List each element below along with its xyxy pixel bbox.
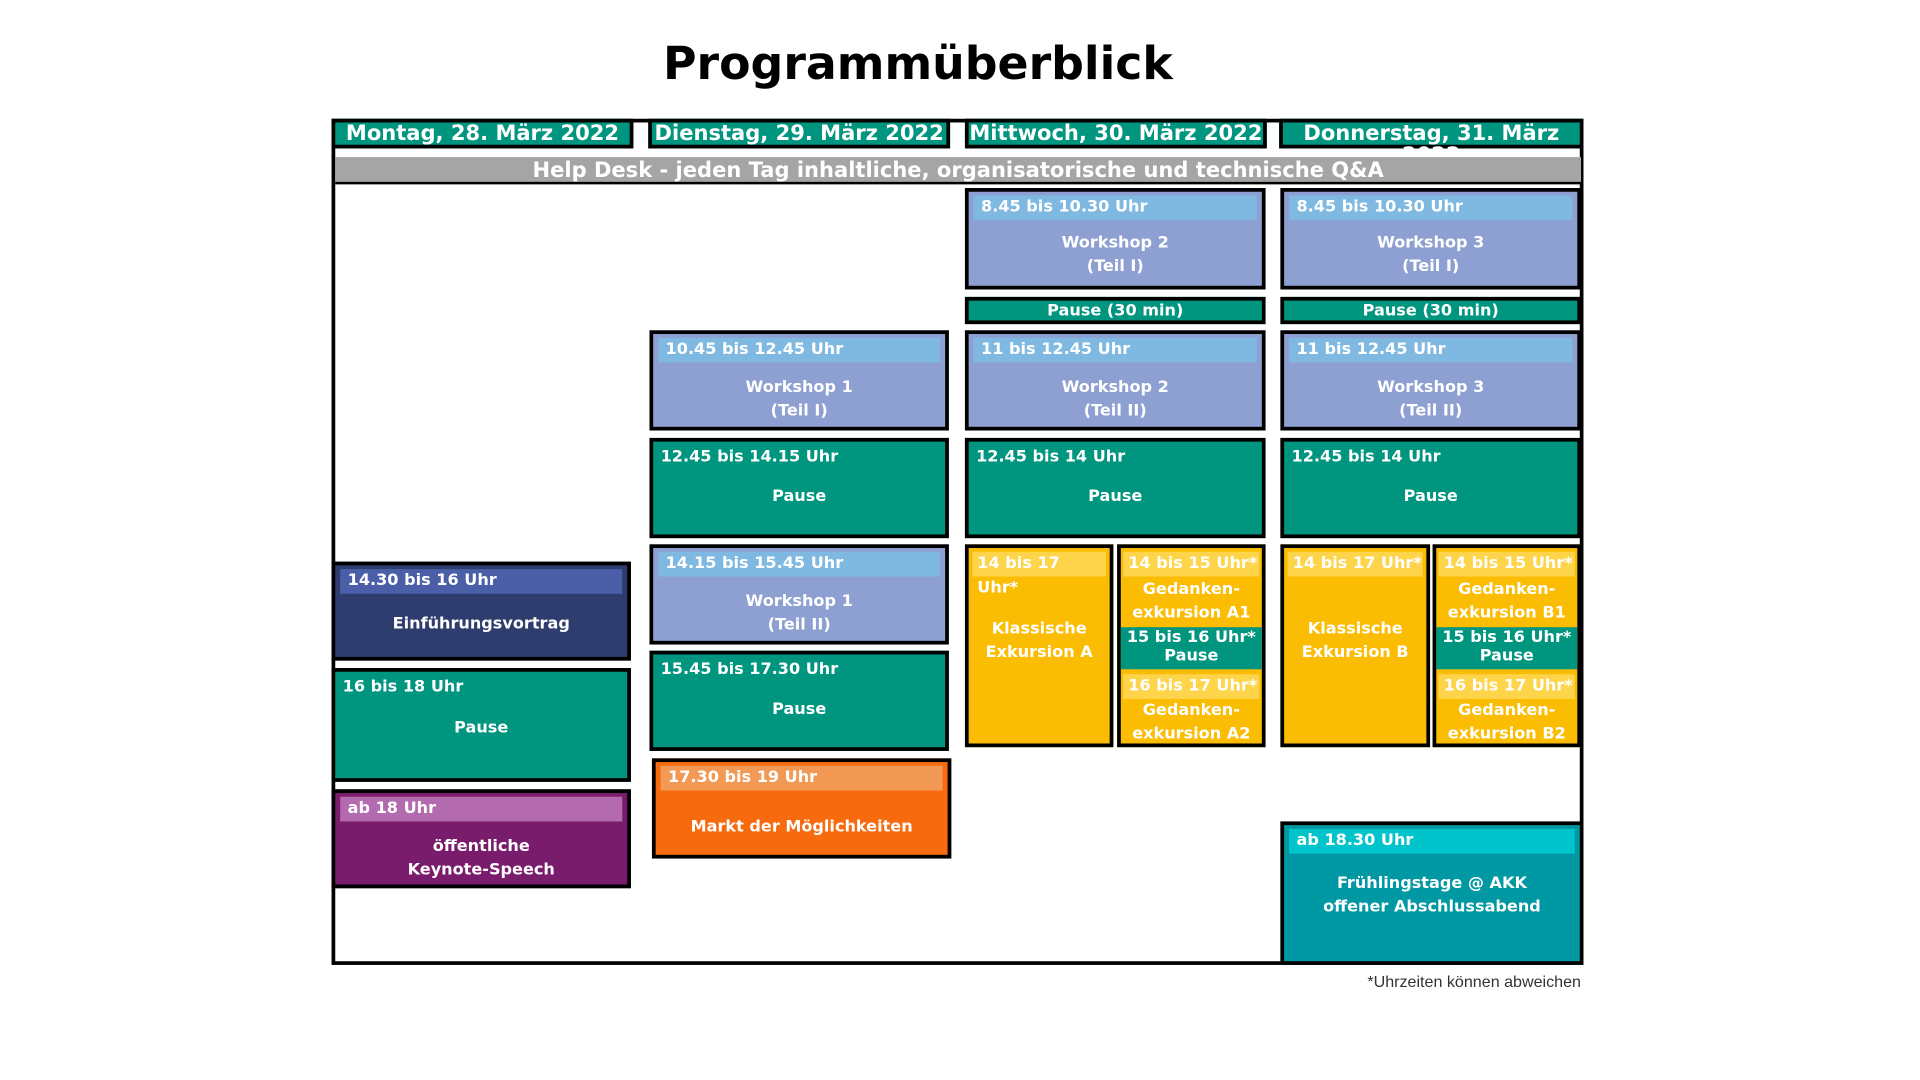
time-label: 16 bis 18 Uhr	[342, 677, 464, 697]
thursday-short-pause: Pause (30 min)	[1280, 296, 1582, 325]
tuesday-workshop1-part2: 14.15 bis 15.45 Uhr Workshop 1 (Teil II)	[649, 544, 949, 645]
session-label: Workshop 2 (Teil II)	[1061, 378, 1169, 421]
session-label: Pause	[772, 700, 827, 719]
time-label: 14.15 bis 15.45 Uhr	[658, 551, 941, 577]
time-label: 16 bis 17 Uhr*	[1438, 674, 1575, 699]
time-label: 12.45 bis 14.15 Uhr	[660, 447, 839, 467]
wednesday-short-pause: Pause (30 min)	[964, 296, 1266, 325]
time-label: 11 bis 12.45 Uhr	[973, 337, 1257, 363]
session-label: Workshop 1 (Teil II)	[745, 592, 853, 635]
day-header-wednesday: Mittwoch, 30. März 2022	[964, 118, 1267, 149]
session-label: Pause	[454, 718, 509, 738]
session-label: Einführungsvortrag	[392, 614, 570, 634]
wednesday-exkursion-a: 14 bis 17 Uhr* Klassische Exkursion A	[964, 544, 1114, 748]
wednesday-pause: 12.45 bis 14 Uhr Pause	[964, 437, 1266, 539]
tuesday-markt-block: 17.30 bis 19 Uhr Markt der Möglichkeiten	[651, 758, 952, 859]
thursday-exkursion-b: 14 bis 17 Uhr* Klassische Exkursion B	[1280, 544, 1431, 748]
day-header-monday: Montag, 28. März 2022	[331, 118, 634, 149]
time-label: 14 bis 15 Uhr*	[1438, 551, 1575, 577]
time-label: 12.45 bis 14 Uhr	[1291, 447, 1441, 467]
time-label: 14 bis 17 Uhr*	[1287, 551, 1423, 577]
session-label: Workshop 2 (Teil I)	[1061, 233, 1169, 276]
day-header-thursday: Donnerstag, 31. März 2022	[1279, 118, 1584, 167]
session-label: Gedanken- exkursion B2	[1447, 701, 1566, 744]
session-label: Gedanken- exkursion B1	[1447, 580, 1566, 623]
help-desk-banner: Help Desk - jeden Tag inhaltliche, organ…	[335, 157, 1582, 185]
time-label: 11 bis 12.45 Uhr	[1289, 337, 1573, 363]
day-header-tuesday: Dienstag, 29. März 2022	[648, 118, 951, 149]
session-label: Gedanken- exkursion A2	[1132, 701, 1251, 744]
mid-pause-b: 15 bis 16 Uhr* Pause	[1436, 627, 1578, 670]
wednesday-gedankenexkursion-column: 14 bis 15 Uhr* Gedanken- exkursion A1 15…	[1117, 544, 1266, 748]
session-label: Gedanken- exkursion A1	[1132, 580, 1251, 623]
mid-pause-a: 15 bis 16 Uhr* Pause	[1120, 627, 1262, 670]
monday-keynote-block: ab 18 Uhr öffentliche Keynote-Speech	[331, 789, 631, 889]
monday-pause-block: 16 bis 18 Uhr Pause	[331, 668, 631, 782]
page-title: Programmüberblick	[662, 37, 1173, 91]
time-label: 16 bis 17 Uhr*	[1123, 674, 1260, 699]
session-label: Markt der Möglichkeiten	[690, 817, 913, 837]
session-label: Pause	[772, 487, 827, 506]
gedankenexkursion-a1: 14 bis 15 Uhr* Gedanken- exkursion A1	[1121, 548, 1262, 626]
gedankenexkursion-a2: 16 bis 17 Uhr* Gedanken- exkursion A2	[1121, 671, 1262, 748]
time-label: 14 bis 15 Uhr*	[1123, 551, 1260, 577]
time-label: ab 18.30 Uhr	[1289, 828, 1575, 854]
footnote: *Uhrzeiten können abweichen	[1367, 972, 1582, 991]
time-label: 14 bis 17 Uhr*	[972, 551, 1106, 598]
time-label: 8.45 bis 10.30 Uhr	[1289, 195, 1573, 221]
thursday-workshop3-part2: 11 bis 12.45 Uhr Workshop 3 (Teil II)	[1280, 330, 1582, 431]
session-label: Pause	[1164, 647, 1219, 666]
session-label: öffentliche Keynote-Speech	[407, 837, 555, 880]
session-label: Frühlingstage @ AKK offener Abschlussabe…	[1323, 874, 1541, 917]
thursday-gedankenexkursion-column: 14 bis 15 Uhr* Gedanken- exkursion B1 15…	[1432, 544, 1582, 748]
wednesday-workshop2-part1: 8.45 bis 10.30 Uhr Workshop 2 (Teil I)	[964, 188, 1266, 290]
thursday-abschlussabend: ab 18.30 Uhr Frühlingstage @ AKK offener…	[1280, 821, 1584, 965]
time-label: 15 bis 16 Uhr*	[1442, 628, 1572, 648]
session-label: Pause	[1479, 647, 1534, 666]
time-label: 15 bis 16 Uhr*	[1126, 628, 1256, 648]
session-label: Workshop 3 (Teil II)	[1377, 378, 1485, 421]
time-label: 10.45 bis 12.45 Uhr	[658, 337, 941, 363]
time-label: 17.30 bis 19 Uhr	[660, 765, 943, 791]
time-label: 15.45 bis 17.30 Uhr	[660, 660, 839, 680]
time-label: 14.30 bis 16 Uhr	[340, 569, 623, 594]
gedankenexkursion-b2: 16 bis 17 Uhr* Gedanken- exkursion B2	[1436, 671, 1577, 748]
session-label: Pause	[1088, 487, 1143, 506]
monday-intro-block: 14.30 bis 16 Uhr Einführungsvortrag	[331, 561, 631, 661]
gedankenexkursion-b1: 14 bis 15 Uhr* Gedanken- exkursion B1	[1436, 548, 1577, 626]
session-label: Workshop 1 (Teil I)	[745, 378, 853, 421]
wednesday-workshop2-part2: 11 bis 12.45 Uhr Workshop 2 (Teil II)	[964, 330, 1266, 431]
thursday-workshop3-part1: 8.45 bis 10.30 Uhr Workshop 3 (Teil I)	[1280, 188, 1582, 290]
time-label: 8.45 bis 10.30 Uhr	[973, 195, 1257, 221]
session-label: Workshop 3 (Teil I)	[1377, 233, 1485, 276]
tuesday-pause1: 12.45 bis 14.15 Uhr Pause	[649, 437, 949, 539]
tuesday-workshop1-part1: 10.45 bis 12.45 Uhr Workshop 1 (Teil I)	[649, 330, 949, 431]
time-label: ab 18 Uhr	[340, 796, 623, 822]
session-label: Klassische Exkursion A	[985, 619, 1093, 662]
session-label: Pause	[1403, 487, 1458, 506]
thursday-pause: 12.45 bis 14 Uhr Pause	[1280, 437, 1582, 539]
time-label: 12.45 bis 14 Uhr	[976, 447, 1126, 467]
session-label: Klassische Exkursion B	[1301, 619, 1409, 662]
tuesday-pause2: 15.45 bis 17.30 Uhr Pause	[649, 650, 949, 751]
